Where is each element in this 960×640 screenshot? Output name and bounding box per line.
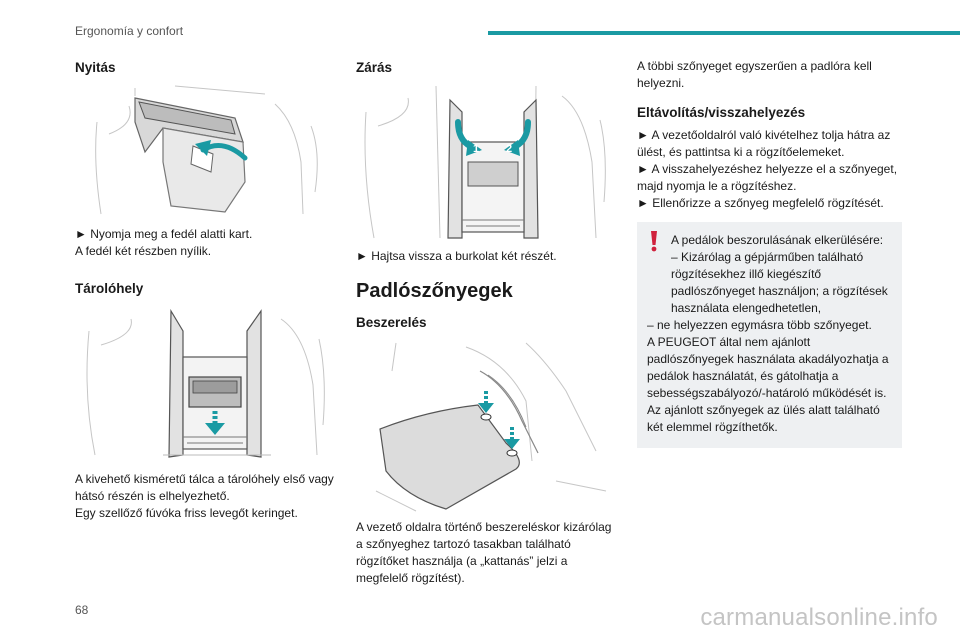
warning-line-2: – Kizárólag a gépjárműben található rögz… (671, 250, 888, 315)
zaras-heading: Zárás (356, 60, 393, 75)
zaras-label-2: 2 (506, 143, 512, 155)
floor-mat-installation-illustration (375, 342, 607, 512)
tarolohely-text-1: A kivehető kisméretű tálca a tárolóhely … (75, 472, 334, 503)
beszereles-text: A vezető oldalra történő beszereléskor k… (356, 520, 612, 585)
watermark: carmanualsonline.info (700, 604, 938, 631)
zaras-text: ► Hajtsa vissza a burkolat két részét. (356, 249, 557, 263)
nyitas-text-2: A fedél két részben nyílik. (75, 244, 212, 258)
armrest-closing-illustration: 1 2 (364, 85, 606, 239)
step-2: ► A visszahelyezéshez helyezze el a szőn… (637, 162, 898, 193)
step-3: ► Ellenőrizze a szőnyeg megfelelő rögzít… (637, 196, 884, 210)
warning-box: A pedálok beszorulásának elkerülésére: –… (637, 222, 902, 448)
armrest-opening-illustration (95, 85, 318, 215)
exclamation-warning-icon (651, 231, 657, 252)
column-3: A többi szőnyeget egyszerűen a padlóra k… (637, 58, 902, 448)
nyitas-text-1: ► Nyomja meg a fedél alatti kart. (75, 227, 253, 241)
section-title: Ergonomía y confort (75, 24, 184, 38)
header-accent-bar (488, 31, 960, 35)
column-2: Zárás 1 2 ► Hajtsa vissza a burkolat két… (356, 58, 618, 587)
storage-compartment-illustration (86, 308, 325, 458)
tarolohely-text-2: Egy szellőző fúvóka friss levegőt kering… (75, 506, 298, 520)
page-number: 68 (75, 603, 89, 617)
column-1: Nyitás ► Nyomja meg a fedél alatti kart.… (75, 58, 337, 522)
intro-text: A többi szőnyeget egyszerűen a padlóra k… (637, 59, 872, 90)
warning-line-1: A pedálok beszorulásának elkerülésére: (671, 233, 884, 247)
padloszonyegek-heading: Padlószőnyegek (356, 280, 513, 302)
zaras-label-1: 1 (473, 143, 479, 155)
warning-line-3: – ne helyezzen egymásra több szőnyeget. (647, 318, 872, 332)
tarolohely-heading: Tárolóhely (75, 281, 144, 296)
nyitas-heading: Nyitás (75, 60, 116, 75)
step-1: ► A vezetőoldalról való kivételhez tolja… (637, 128, 891, 159)
beszereles-heading: Beszerelés (356, 315, 427, 330)
warning-line-5: Az ajánlott szőnyegek az ülés alatt talá… (647, 403, 880, 434)
warning-line-4: A PEUGEOT által nem ajánlott padlószőnye… (647, 335, 889, 400)
eltavolitas-heading: Eltávolítás/visszahelyezés (637, 105, 806, 120)
